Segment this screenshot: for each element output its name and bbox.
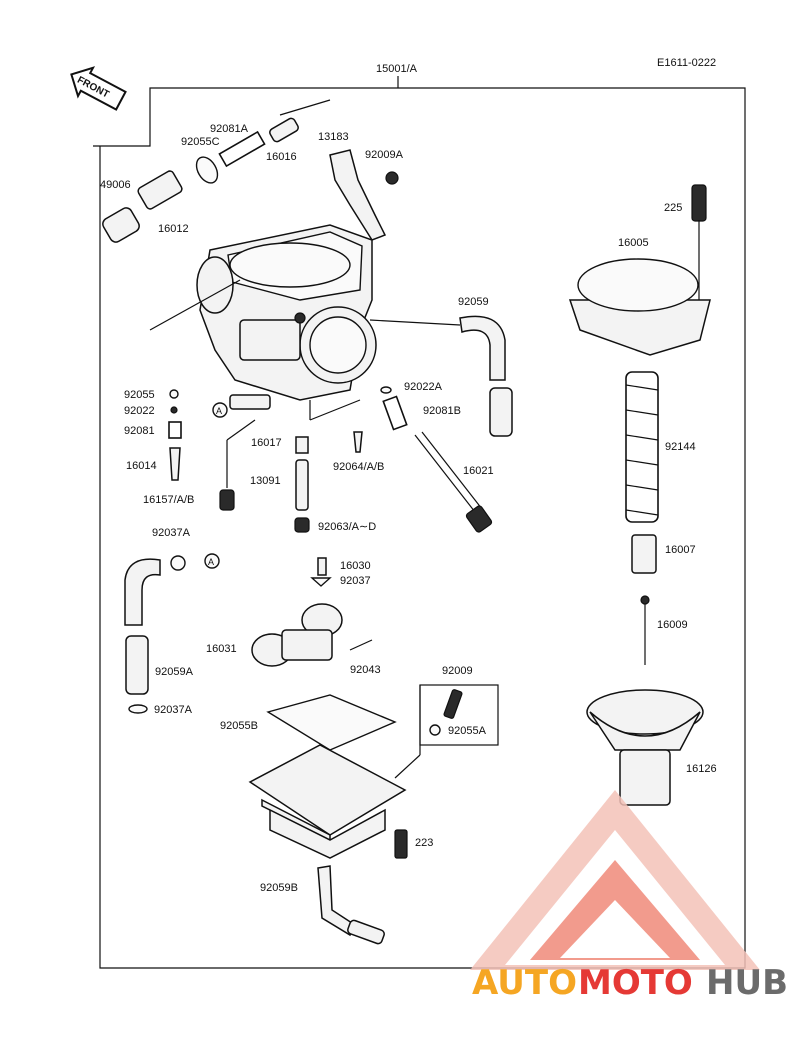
label-223: 223 bbox=[415, 837, 433, 849]
label-92059: 92059 bbox=[458, 296, 489, 308]
float-assembly bbox=[251, 557, 373, 667]
label-92022A: 92022A bbox=[404, 381, 443, 393]
label-16009: 16009 bbox=[657, 619, 688, 631]
label-49006: 49006 bbox=[100, 179, 131, 191]
mark-a-label: A bbox=[216, 406, 222, 416]
label-92055B: 92055B bbox=[220, 720, 258, 732]
label-225: 225 bbox=[664, 202, 682, 214]
label-92043: 92043 bbox=[350, 664, 381, 676]
label-92009: 92009 bbox=[442, 665, 473, 677]
label-92064: 92064/A/B bbox=[333, 461, 384, 473]
label-16012: 16012 bbox=[158, 223, 189, 235]
throttle-stop-screw bbox=[380, 386, 493, 533]
watermark-auto: AUTO bbox=[472, 963, 577, 1003]
diaphragm-slide bbox=[586, 689, 704, 806]
label-13183: 13183 bbox=[318, 131, 349, 143]
center-jets bbox=[294, 399, 363, 533]
watermark-hub: HUB bbox=[706, 963, 788, 1003]
label-92081B: 92081B bbox=[423, 405, 461, 417]
label-92059A: 92059A bbox=[155, 666, 194, 678]
label-92055A: 92055A bbox=[448, 725, 487, 737]
label-16021: 16021 bbox=[463, 465, 494, 477]
label-92037A-top: 92037A bbox=[152, 527, 191, 539]
label-92055C: 92055C bbox=[181, 136, 220, 148]
automotohub-logo bbox=[470, 790, 760, 970]
mark-a-circle bbox=[212, 402, 228, 418]
diagram-frame bbox=[93, 87, 746, 969]
label-16030: 16030 bbox=[340, 560, 371, 572]
label-92081A: 92081A bbox=[210, 123, 249, 135]
idle-screw-assembly bbox=[102, 117, 299, 243]
drain-hose-bottom bbox=[317, 865, 385, 945]
label-16005: 16005 bbox=[618, 237, 649, 249]
jets-column bbox=[168, 389, 256, 511]
label-92063: 92063/A∼D bbox=[318, 521, 376, 533]
label-16017: 16017 bbox=[251, 437, 282, 449]
label-92081: 92081 bbox=[124, 425, 155, 437]
label-16016: 16016 bbox=[266, 151, 297, 163]
vacuum-chamber-cover bbox=[568, 184, 711, 356]
assembly-number: 15001/A bbox=[376, 63, 418, 75]
label-92009A: 92009A bbox=[365, 149, 404, 161]
drain-hose-left bbox=[124, 553, 220, 714]
label-13091: 13091 bbox=[250, 475, 281, 487]
front-arrow-icon: FRONT bbox=[70, 66, 127, 111]
label-92037: 92037 bbox=[340, 575, 371, 587]
mark-a-label-2: A bbox=[208, 557, 214, 567]
label-92055: 92055 bbox=[124, 389, 155, 401]
label-16007: 16007 bbox=[665, 544, 696, 556]
watermark-moto: MOTO bbox=[578, 963, 693, 1003]
carburetor-body bbox=[149, 99, 377, 410]
vent-hose bbox=[369, 315, 513, 437]
diagram-code: E1611-0222 bbox=[657, 57, 716, 69]
float-bowl bbox=[248, 684, 499, 859]
label-92022: 92022 bbox=[124, 405, 155, 417]
label-92037A-bottom: 92037A bbox=[154, 704, 193, 716]
label-92144: 92144 bbox=[665, 441, 696, 453]
needle-holder bbox=[631, 534, 657, 665]
label-16031: 16031 bbox=[206, 643, 237, 655]
label-16157: 16157/A/B bbox=[143, 494, 194, 506]
label-16126: 16126 bbox=[686, 763, 717, 775]
slide-spring bbox=[625, 371, 659, 523]
label-16014: 16014 bbox=[126, 460, 157, 472]
throttle-bracket bbox=[329, 149, 399, 241]
label-92059B: 92059B bbox=[260, 882, 298, 894]
